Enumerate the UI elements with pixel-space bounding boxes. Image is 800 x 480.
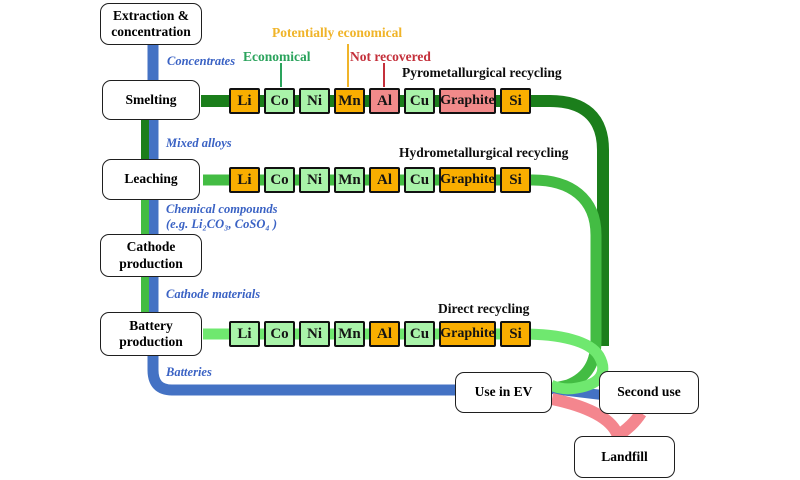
label-batteries: Batteries xyxy=(166,365,212,379)
legend-potentially-economical: Potentially economical xyxy=(272,25,403,40)
element-chip-hydro-mn: Mn xyxy=(334,167,365,193)
hydrometallurgical-route-path xyxy=(203,174,602,394)
direct-recycling-title: Direct recycling xyxy=(438,301,530,316)
legend-not-recovered: Not recovered xyxy=(350,49,431,64)
element-chip-pyro-ni: Ni xyxy=(299,88,330,114)
element-chip-pyro-li: Li xyxy=(229,88,260,114)
element-chip-hydro-li: Li xyxy=(229,167,260,193)
process-box-extraction: Extraction & concentration xyxy=(100,3,202,45)
element-chip-pyro-graphite: Graphite xyxy=(439,88,496,114)
process-box-use-in-ev: Use in EV xyxy=(455,372,552,413)
process-box-cathode-production: Cathode production xyxy=(100,234,202,277)
element-chip-direct-co: Co xyxy=(264,321,295,347)
element-chip-pyro-si: Si xyxy=(500,88,531,114)
element-chip-pyro-al: Al xyxy=(369,88,400,114)
process-box-landfill: Landfill xyxy=(574,436,675,478)
pyrometallurgical-route-path xyxy=(201,95,609,346)
label-mixed-alloys: Mixed alloys xyxy=(166,136,232,150)
label-chemical-compounds-examples: (e.g. Li₂CO₃, CoSO₄ ) xyxy=(166,217,277,231)
flow-battery-to-useinev xyxy=(147,355,456,396)
label-cathode-materials: Cathode materials xyxy=(166,287,261,301)
pyrometallurgical-title: Pyrometallurgical recycling xyxy=(402,65,562,80)
element-chip-pyro-cu: Cu xyxy=(404,88,435,114)
element-chip-hydro-graphite: Graphite xyxy=(439,167,496,193)
label-chemical-compounds: Chemical compounds xyxy=(166,202,278,216)
element-chip-hydro-ni: Ni xyxy=(299,167,330,193)
element-chip-hydro-si: Si xyxy=(500,167,531,193)
element-chip-direct-al: Al xyxy=(369,321,400,347)
element-chip-direct-mn: Mn xyxy=(334,321,365,347)
flow-seconduse-to-landfill xyxy=(612,409,647,442)
hydrometallurgical-title: Hydrometallurgical recycling xyxy=(399,145,569,160)
process-box-second-use: Second use xyxy=(599,371,699,414)
element-chip-hydro-al: Al xyxy=(369,167,400,193)
element-chip-pyro-mn: Mn xyxy=(334,88,365,114)
label-concentrates: Concentrates xyxy=(167,54,236,68)
direct-route-path xyxy=(203,328,609,395)
legend-economical: Economical xyxy=(243,49,311,64)
element-chip-direct-ni: Ni xyxy=(299,321,330,347)
process-box-leaching: Leaching xyxy=(102,159,200,200)
process-box-smelting: Smelting xyxy=(102,80,200,120)
element-chip-direct-graphite: Graphite xyxy=(439,321,496,347)
element-chip-direct-cu: Cu xyxy=(404,321,435,347)
element-chip-pyro-co: Co xyxy=(264,88,295,114)
process-box-battery-production: Battery production xyxy=(100,312,202,356)
element-chip-hydro-cu: Cu xyxy=(404,167,435,193)
element-chip-direct-li: Li xyxy=(229,321,260,347)
element-chip-direct-si: Si xyxy=(500,321,531,347)
element-chip-hydro-co: Co xyxy=(264,167,295,193)
